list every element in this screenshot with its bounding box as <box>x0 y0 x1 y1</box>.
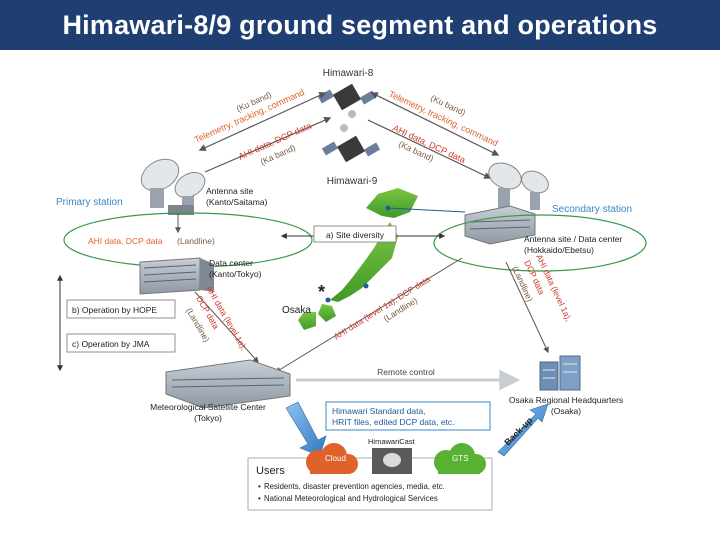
himawari-9-label: Himawari-9 <box>327 176 378 187</box>
users-item-1: Residents, disaster prevention agencies,… <box>264 482 445 491</box>
users-bullet-2: • <box>258 494 261 503</box>
osaka-hq-building-icon <box>539 355 581 391</box>
products-box <box>325 401 491 431</box>
gts-label: GTS <box>452 454 468 463</box>
primary-station-label: Primary station <box>56 197 123 208</box>
himawaricast-dish-icon <box>383 453 401 467</box>
himawari-8-label: Himawari-8 <box>323 68 374 79</box>
primary-data-center-place: (Kanto/Tokyo) <box>209 269 262 279</box>
osaka-hq-place: (Osaka) <box>551 406 581 416</box>
left-uplink-arrow <box>198 92 327 151</box>
cloud-label: Cloud <box>325 454 346 463</box>
primary-landline-tag: (Landline) <box>177 236 215 246</box>
dc-to-msc-arrow <box>194 291 259 363</box>
title-bar <box>0 0 720 50</box>
backup-label: Back-up <box>502 415 535 448</box>
cloud-icon <box>306 443 358 474</box>
secondary-to-osaka-arrow <box>505 261 549 354</box>
osaka-hq-name: Osaka Regional Headquarters <box>509 395 623 405</box>
osaka-location-dot <box>325 297 331 303</box>
secondary-station-ellipse <box>433 214 647 272</box>
msc-place: (Tokyo) <box>194 413 222 423</box>
secondary-site-place: (Hokkaido/Ebetsu) <box>524 245 594 255</box>
ground-segment-diagram: Himawari-8 Himawari-9 (Ku band) Telemetr… <box>56 68 647 511</box>
page-title: Himawari-8/9 ground segment and operatio… <box>62 10 658 40</box>
osaka-label: Osaka <box>282 305 311 316</box>
primary-data-center-icon <box>139 257 214 295</box>
primary-antenna-site-place: (Kanto/Saitama) <box>206 197 268 207</box>
operation-hope-box <box>66 299 176 319</box>
msc-to-distribution-arrow <box>285 401 327 457</box>
himawaricast-label: HimawariCast <box>368 437 416 446</box>
operation-hope-label: b) Operation by HOPE <box>72 305 157 315</box>
tokyo-location-dot <box>363 283 369 289</box>
products-line1: Himawari Standard data, <box>332 406 426 416</box>
left-downlink-arrow <box>204 116 332 173</box>
himawari-8-satellite-icon <box>317 83 377 118</box>
msc-name: Meteorological Satellite Center <box>150 402 266 412</box>
gts-cloud-icon <box>434 443 486 474</box>
right-downlink-arrow <box>367 119 492 179</box>
operation-jma-box <box>66 333 176 353</box>
secondary-station-label: Secondary station <box>552 204 632 215</box>
users-item-2: National Meteorological and Hydrological… <box>264 494 438 503</box>
products-line2: HRIT files, edited DCP data, etc. <box>332 417 455 427</box>
secondary-location-leader <box>387 207 466 213</box>
himawari-9-satellite-icon <box>321 124 381 163</box>
msc-building-icon <box>165 359 291 409</box>
primary-antenna-icon <box>140 158 206 215</box>
primary-antenna-site: Antenna site <box>206 186 254 196</box>
users-bullet-1: • <box>258 482 261 491</box>
site-diversity-box <box>313 225 397 243</box>
primary-landline-data: AHI data, DCP data <box>88 236 163 246</box>
secondary-to-msc-arrow <box>274 257 463 373</box>
site-diversity-label: a) Site diversity <box>326 230 385 240</box>
remote-control-label: Remote control <box>377 367 435 377</box>
users-heading: Users <box>256 465 285 477</box>
secondary-site: Antenna site / Data center <box>524 234 622 244</box>
backup-arrow <box>497 403 549 457</box>
secondary-antenna-icon <box>488 162 549 210</box>
level1a-mid-line1: AHI data (level 1a), DCP data <box>332 274 432 342</box>
operation-jma-label: c) Operation by JMA <box>72 339 150 349</box>
right-uplink-arrow <box>370 92 500 156</box>
primary-data-center: Data center <box>209 258 253 268</box>
osaka-marker: * <box>318 282 325 302</box>
